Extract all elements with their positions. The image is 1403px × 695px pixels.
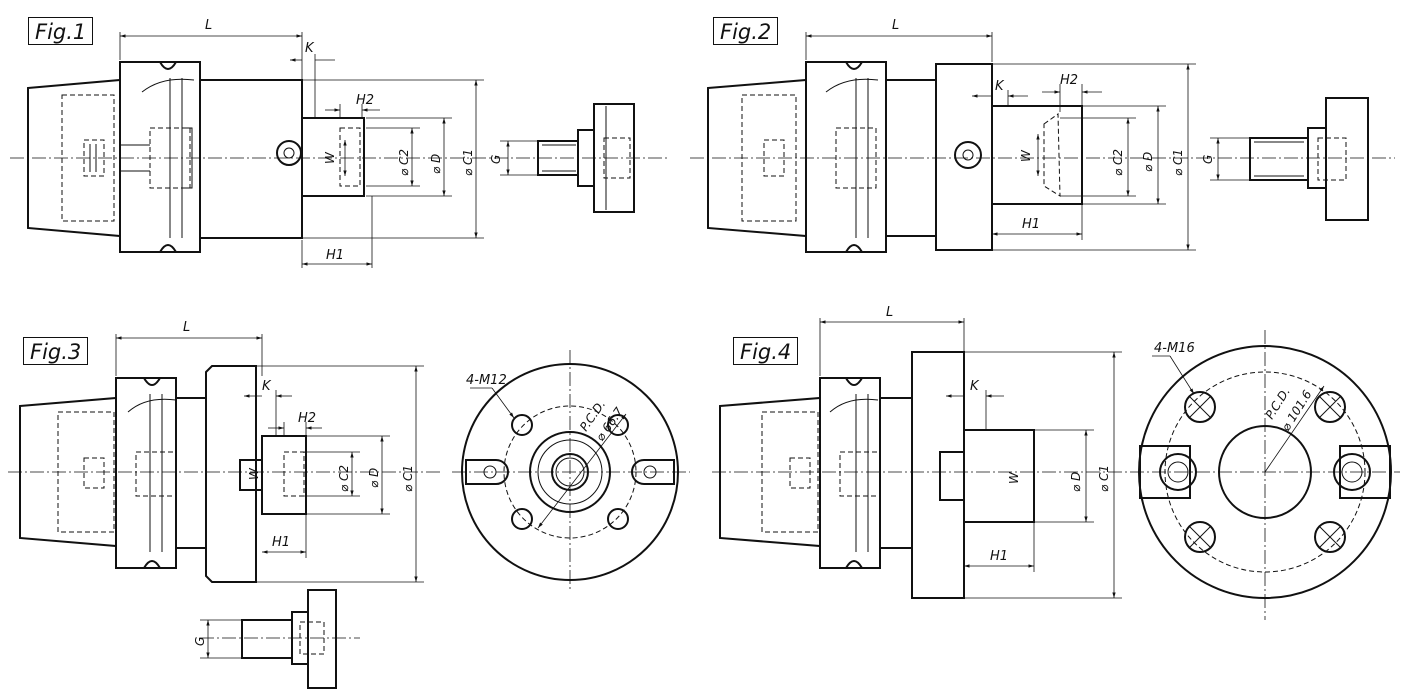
fig2-dim-H1: H1 — [1022, 217, 1040, 232]
fig1-dim-C2: ⌀ C2 — [397, 149, 411, 176]
fig4-dim-L: L — [886, 305, 893, 320]
fig3-thread-label: 4-M12 — [466, 373, 507, 388]
fig3-dim-H1: H1 — [272, 535, 290, 550]
fig3-label: Fig.3 — [23, 337, 89, 365]
fig4-label: Fig.4 — [733, 337, 799, 365]
fig3-dim-K: K — [262, 379, 272, 394]
fig3-dim-L: L — [183, 320, 190, 335]
fig2-dim-D: ⌀ D — [1141, 152, 1155, 172]
fig1-holder — [10, 61, 670, 253]
fig1-dim-K: K — [305, 41, 315, 56]
fig4-dim-D: ⌀ D — [1069, 472, 1083, 492]
fig4-dim-W: W — [1007, 471, 1021, 484]
fig3-dim-C2: ⌀ C2 — [337, 465, 351, 492]
fig1-dim-W: W — [323, 151, 337, 164]
fig1-dim-C1: ⌀ C1 — [461, 149, 475, 176]
fig4-flange-view — [1130, 330, 1400, 620]
fig2-label: Fig.2 — [713, 17, 779, 45]
fig2-dim-W: W — [1019, 149, 1033, 162]
fig1-dim-G: G — [489, 155, 503, 164]
fig4-holder — [712, 351, 1130, 599]
fig2-dim-H2: H2 — [1060, 73, 1078, 88]
fig3-dimensions — [115, 334, 424, 659]
fig3-dim-C1: ⌀ C1 — [401, 465, 415, 492]
fig4-dim-K: K — [970, 379, 980, 394]
fig4-dim-H1: H1 — [990, 549, 1008, 564]
fig2-dimensions — [805, 32, 1250, 251]
fig4-thread-label: 4-M16 — [1154, 341, 1195, 356]
fig1-label: Fig.1 — [28, 17, 94, 45]
fig2-dim-G: G — [1201, 155, 1215, 164]
fig3-dim-G: G — [193, 637, 207, 646]
fig1-dimensions — [119, 32, 538, 268]
fig2-dim-C2: ⌀ C2 — [1111, 149, 1125, 176]
fig2-holder — [690, 61, 1395, 253]
fig2-dim-L: L — [892, 18, 899, 33]
fig4-dim-C1: ⌀ C1 — [1097, 465, 1111, 492]
fig1-dim-D: ⌀ D — [429, 154, 443, 174]
fig3-holder — [8, 365, 440, 689]
fig2-dim-K: K — [995, 79, 1005, 94]
fig3-flange-view — [452, 350, 690, 592]
fig1-dim-H2: H2 — [356, 93, 374, 108]
fig1-dim-L: L — [205, 18, 212, 33]
fig1-dim-H1: H1 — [326, 248, 344, 263]
fig3-dim-D: ⌀ D — [367, 468, 381, 488]
fig3-dim-H2: H2 — [298, 411, 316, 426]
fig3-dim-W: W — [247, 467, 261, 480]
fig2-dim-C1: ⌀ C1 — [1171, 149, 1185, 176]
fig4-dimensions — [819, 318, 1122, 599]
